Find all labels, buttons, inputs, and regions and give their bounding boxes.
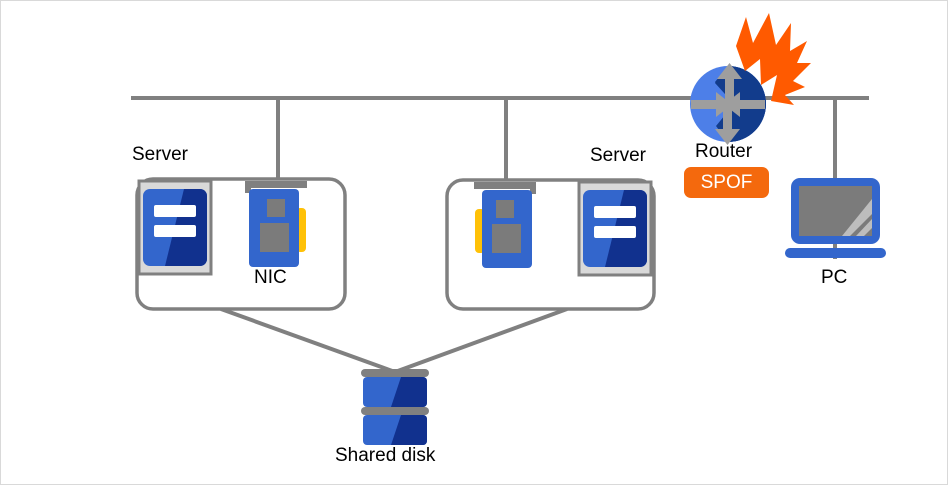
label-router: Router [695, 141, 753, 162]
router-arrows-icon [691, 63, 765, 145]
label-shared-disk: Shared disk [335, 445, 436, 466]
lightning-burst-icon [736, 13, 811, 105]
link-left-server-to-disk [220, 307, 396, 374]
network-interface-card-icon [474, 182, 536, 268]
label-server-right: Server [590, 145, 646, 166]
link-right-server-to-disk [394, 307, 568, 374]
spof-badge-label: SPOF [700, 172, 753, 193]
laptop-pc-icon[interactable] [785, 178, 886, 258]
label-server-left: Server [132, 144, 188, 165]
server-tower-icon [577, 180, 653, 277]
label-pc: PC [821, 267, 848, 288]
router-icon[interactable] [690, 63, 766, 145]
server-tower-icon [137, 179, 213, 276]
status-badge-spof: SPOF [684, 167, 769, 198]
label-nic-left: NIC [254, 267, 287, 288]
shared-disk-icon[interactable] [361, 369, 429, 445]
server-group-right[interactable] [445, 178, 656, 311]
network-interface-card-icon [245, 181, 307, 267]
server-group-left[interactable] [135, 177, 347, 311]
